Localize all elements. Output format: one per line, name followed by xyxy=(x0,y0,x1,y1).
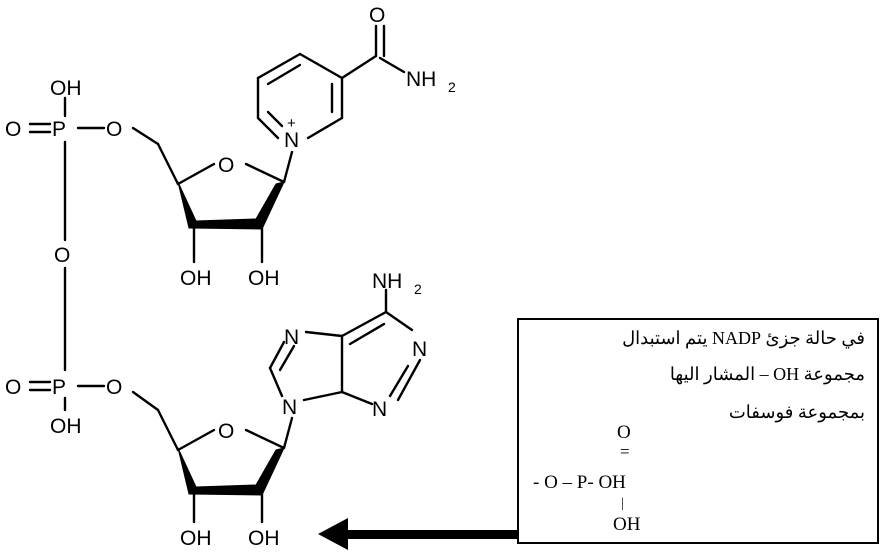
top-ribose xyxy=(131,126,294,264)
phosphate-formula-bond: | xyxy=(621,496,624,511)
phosphate-2-atom: P xyxy=(52,376,66,399)
positive-charge: + xyxy=(287,115,296,132)
amide-group xyxy=(340,24,406,80)
phosphate-2-ester-oxygen: O xyxy=(106,376,122,399)
bottom-ribose xyxy=(131,390,294,524)
adenine-n9: N xyxy=(282,396,297,419)
adenine-n1: N xyxy=(412,338,427,361)
amino-subscript: 2 xyxy=(414,281,422,297)
phosphate-formula-oxygen: O xyxy=(617,422,631,443)
pointer-arrow xyxy=(318,518,520,550)
phosphate-2-hydroxyl: OH xyxy=(50,415,82,438)
top-3-hydroxyl: OH xyxy=(180,267,212,290)
top-ring-oxygen: O xyxy=(218,154,234,177)
bottom-2-hydroxyl: OH xyxy=(248,527,280,550)
phosphate-1-bonds xyxy=(28,96,106,242)
phosphate-formula-main: - O – P- OH xyxy=(533,472,626,493)
pyrophosphate-bridge-oxygen: O xyxy=(54,244,70,267)
amino-nitrogen: NH xyxy=(372,270,402,293)
phosphate-1-hydroxyl: OH xyxy=(50,77,82,100)
nicotinamide-ring xyxy=(256,52,344,140)
note-line-1: في حالة جزئ NADP يتم استبدال xyxy=(622,328,865,348)
note-line-3: بمجموعة فوسفات xyxy=(728,402,865,422)
phosphate-1-atom: P xyxy=(52,118,66,141)
adenine-n3: N xyxy=(372,398,387,421)
phosphate-1-double-oxygen: O xyxy=(5,118,21,141)
bottom-ring-oxygen: O xyxy=(218,420,234,443)
phosphate-1-ester-oxygen: O xyxy=(106,118,122,141)
phosphate-formula-double-bond: = xyxy=(620,442,630,461)
bottom-3-hydroxyl: OH xyxy=(180,527,212,550)
phosphate-formula-hydroxyl: OH xyxy=(613,514,641,535)
amide-nitrogen: NH xyxy=(406,68,436,91)
note-line-2: مجموعة OH – المشار اليها xyxy=(669,364,865,384)
amide-subscript: 2 xyxy=(448,79,456,95)
top-2-hydroxyl: OH xyxy=(248,267,280,290)
adenine-n7: N xyxy=(284,326,299,349)
pyridinium-nitrogen: N xyxy=(284,129,299,152)
carbonyl-oxygen: O xyxy=(369,4,385,27)
phosphate-2-double-oxygen: O xyxy=(5,376,21,399)
nadp-note-box: في حالة جزئ NADP يتم استبدال مجموعة OH –… xyxy=(517,318,879,544)
phosphate-2-bonds xyxy=(28,380,106,412)
adenine-rings xyxy=(268,288,422,406)
